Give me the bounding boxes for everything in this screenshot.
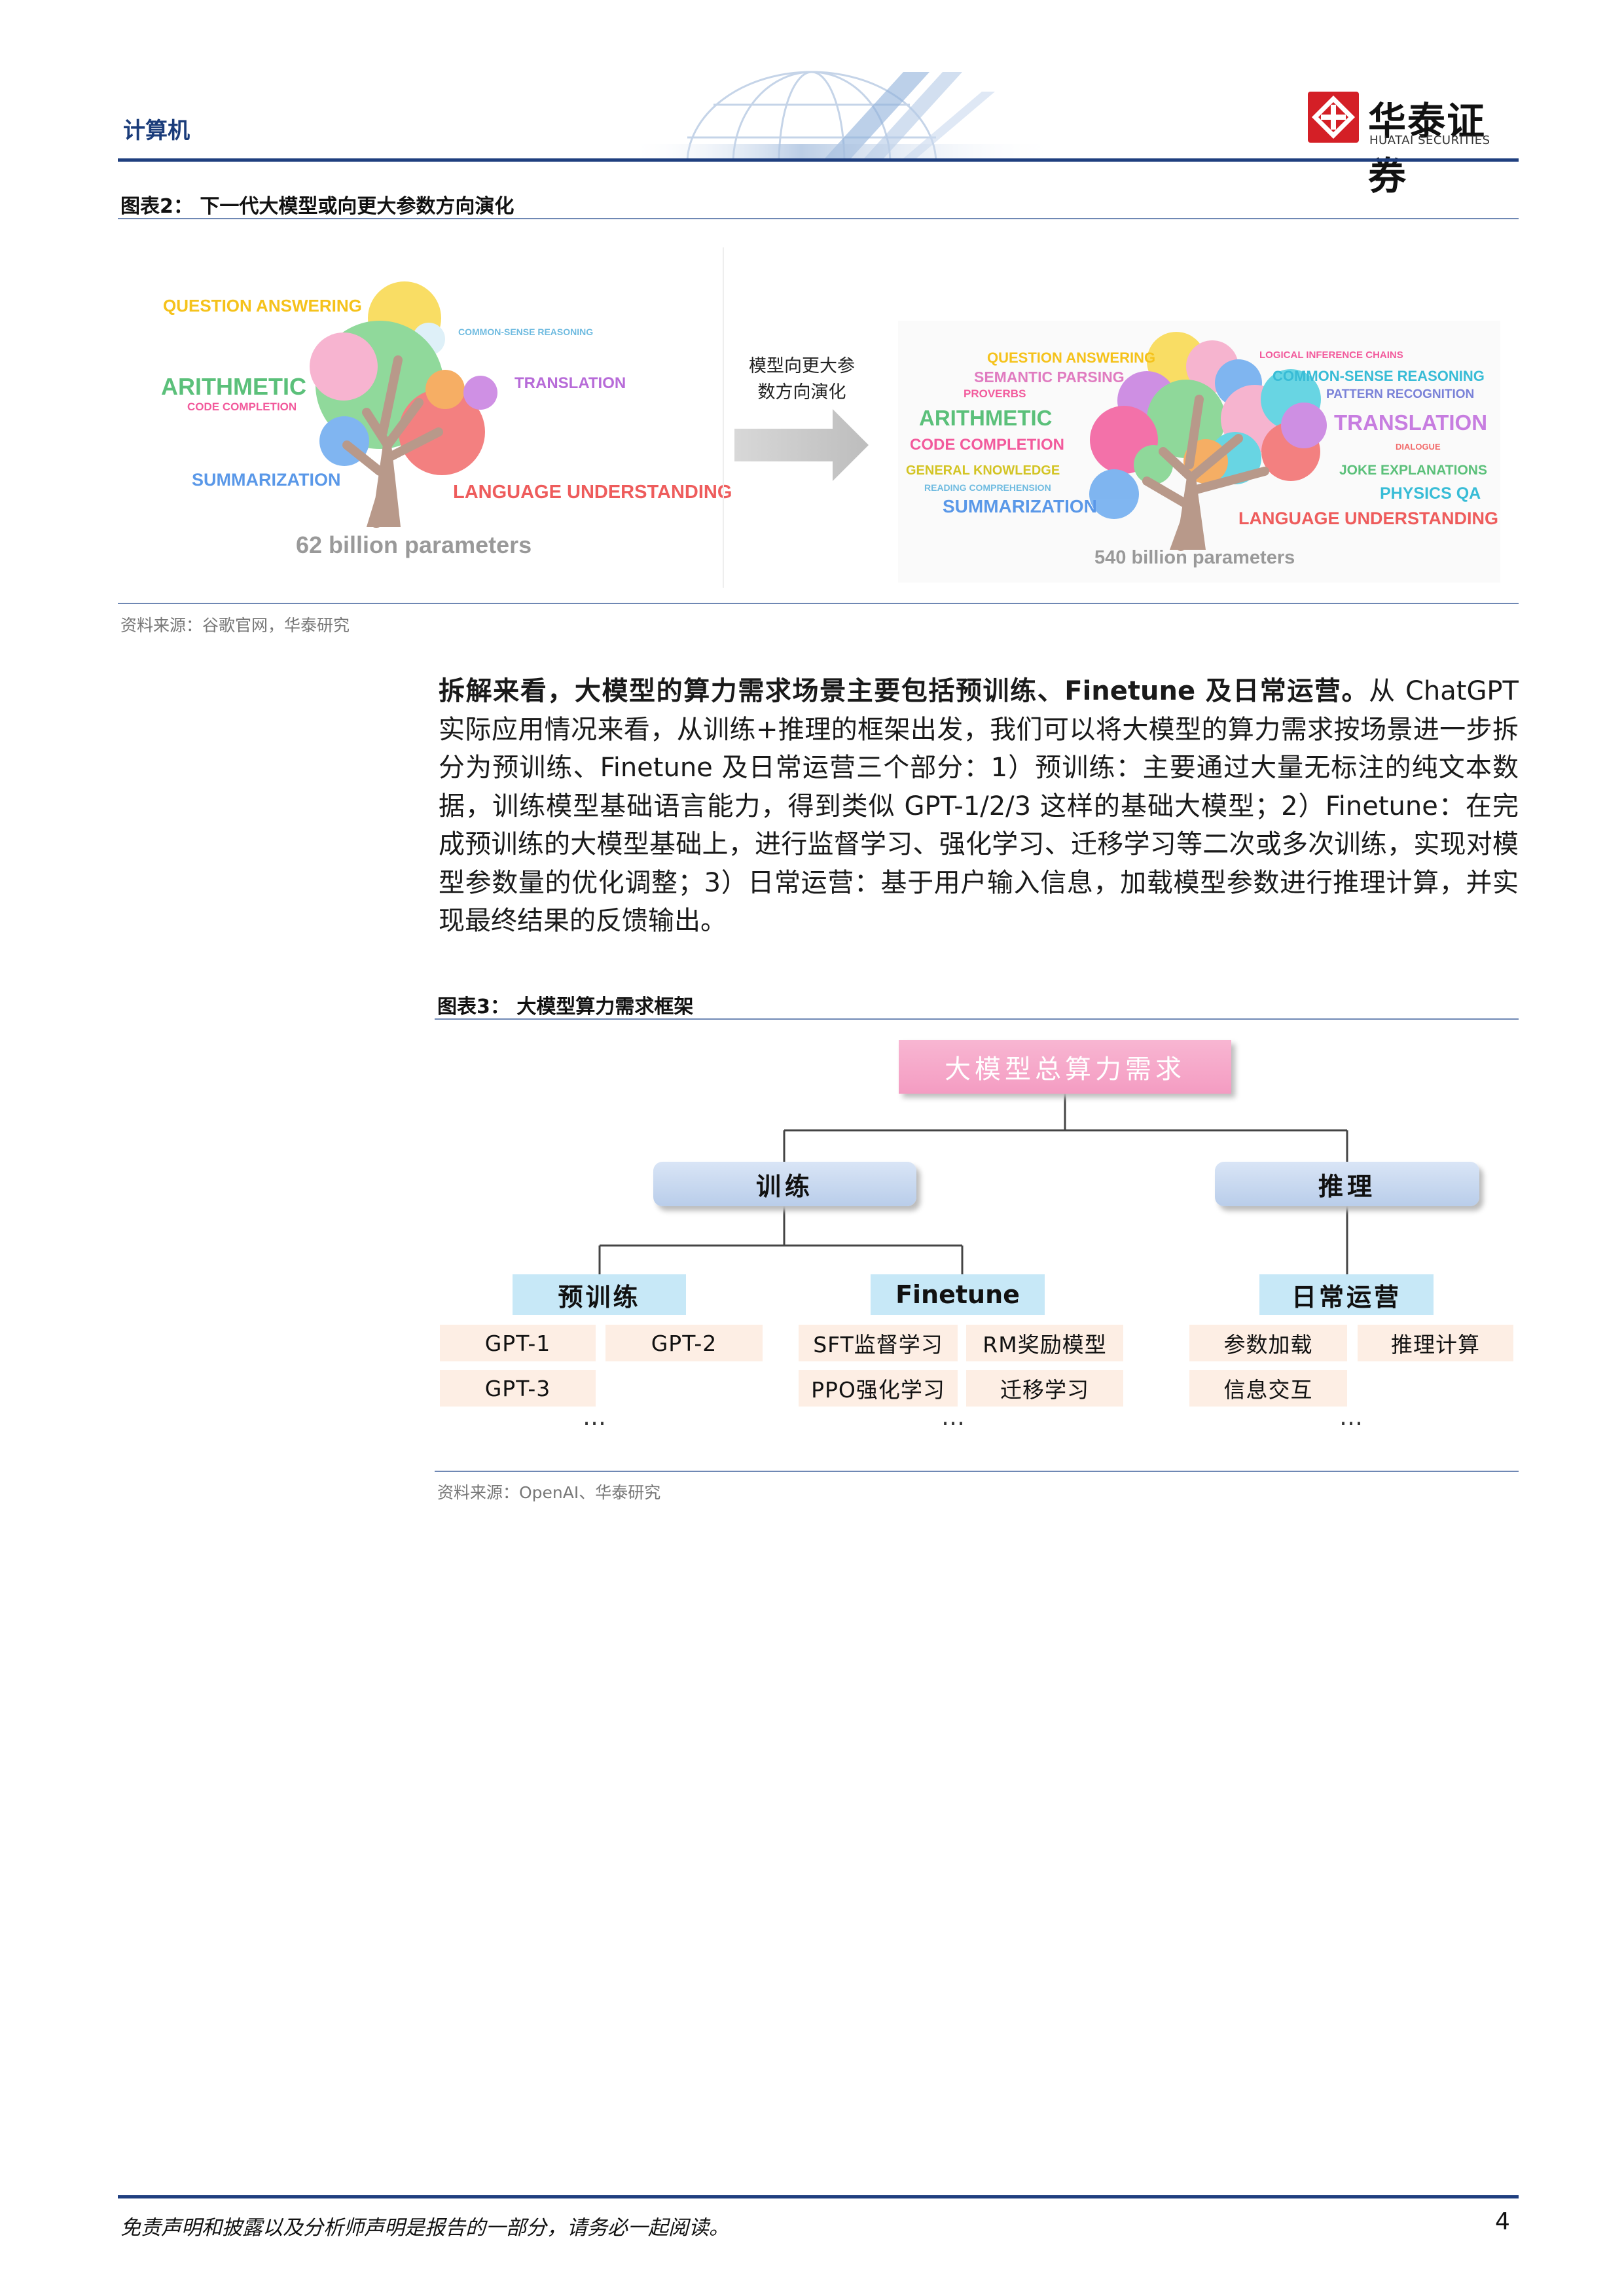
huatai-logo: 华泰证券 HUATAI SECURITIES: [1308, 92, 1517, 198]
tree-label: SUMMARIZATION: [943, 496, 1097, 516]
section-label: 计算机: [123, 118, 190, 144]
tree-62b-illustration: [310, 281, 497, 528]
figure2-bottom-rule: [118, 603, 1519, 604]
tree-label: COMMON-SENSE REASONING: [458, 327, 594, 337]
figure3-bottom-rule: [435, 1471, 1519, 1472]
params-62b: 62 billion parameters: [296, 531, 532, 558]
arrow-caption-line: 数方向演化: [757, 382, 846, 403]
hierarchy-connectors: [598, 1094, 1348, 1274]
figure3-caption: 图表3： 大模型算力需求框架: [437, 996, 694, 1018]
finetune-item: PPO强化学习: [799, 1370, 958, 1407]
ops-item: 信息交互: [1189, 1370, 1347, 1407]
finetune-item: RM奖励模型: [966, 1325, 1123, 1361]
figure2-right-panel: QUESTION ANSWERING LOGICAL INFERENCE CHA…: [898, 321, 1500, 583]
figure3-top-rule: [435, 1018, 1519, 1020]
disclaimer-note: 免责声明和披露以及分析师声明是报告的一部分，请务必一起阅读。: [120, 2216, 729, 2240]
tree-label: PATTERN RECOGNITION: [1326, 387, 1475, 401]
body-lead: 拆解来看，大模型的算力需求场景主要包括预训练、Finetune 及日常运营。: [439, 676, 1369, 706]
header-rule: [118, 158, 1519, 162]
tree-label: ARITHMETIC: [161, 373, 306, 400]
training-node: 训练: [653, 1162, 916, 1206]
tree-label: SUMMARIZATION: [192, 470, 341, 490]
tree-label: TRANSLATION: [1334, 410, 1488, 435]
page-number: 4: [1495, 2208, 1510, 2235]
tree-label: LANGUAGE UNDERSTANDING: [453, 482, 732, 503]
pretrain-ellipsis: …: [583, 1404, 609, 1431]
pretrain-node: 预训练: [513, 1274, 686, 1315]
ops-item: 参数加载: [1189, 1325, 1347, 1361]
ops-ellipsis: …: [1339, 1404, 1365, 1431]
tree-label: LOGICAL INFERENCE CHAINS: [1259, 350, 1403, 361]
header-globe-graphic: [628, 71, 1060, 158]
arrow-caption: 模型向更大参 数方向演化: [733, 353, 871, 406]
pretrain-item: GPT-2: [605, 1325, 763, 1361]
tree-540b-illustration: [1089, 332, 1327, 551]
arrow-caption-line: 模型向更大参: [749, 356, 855, 376]
pretrain-item: GPT-3: [440, 1370, 596, 1407]
figure2-source: 资料来源：谷歌官网，华泰研究: [120, 616, 350, 635]
tree-label: READING COMPREHENSION: [924, 482, 1051, 493]
footer-rule: [118, 2195, 1519, 2198]
params-540b: 540 billion parameters: [1094, 547, 1295, 568]
figure2-caption: 图表2： 下一代大模型或向更大参数方向演化: [120, 195, 514, 218]
pretrain-item: GPT-1: [440, 1325, 596, 1361]
finetune-node: Finetune: [871, 1274, 1045, 1315]
huatai-logo-icon: [1308, 92, 1359, 143]
root-node: 大模型总算力需求: [899, 1040, 1231, 1094]
brand-subtitle: HUATAI SECURITIES: [1369, 134, 1490, 147]
figure2-top-rule: [118, 218, 1519, 219]
body-text: 从 ChatGPT 实际应用情况来看，从训练+推理的框架出发，我们可以将大模型的…: [439, 676, 1519, 936]
finetune-ellipsis: …: [941, 1404, 967, 1431]
figure2-divider: [723, 247, 724, 588]
tree-label: PROVERBS: [964, 387, 1026, 400]
figure2-left-panel: QUESTION ANSWERING COMMON-SENSE REASONIN…: [151, 262, 732, 569]
tree-label: QUESTION ANSWERING: [163, 296, 362, 315]
ops-item: 推理计算: [1358, 1325, 1513, 1361]
tree-label: PHYSICS QA: [1380, 484, 1481, 503]
tree-label: COMMON-SENSE REASONING: [1272, 368, 1485, 384]
tree-label: CODE COMPLETION: [187, 401, 297, 413]
tree-label: LANGUAGE UNDERSTANDING: [1238, 509, 1498, 528]
tree-label: GENERAL KNOWLEDGE: [906, 463, 1060, 478]
tree-label: JOKE EXPLANATIONS: [1339, 463, 1487, 478]
tree-label: SEMANTIC PARSING: [974, 368, 1125, 386]
body-paragraph: 拆解来看，大模型的算力需求场景主要包括预训练、Finetune 及日常运营。从 …: [439, 672, 1519, 941]
tree-label: ARITHMETIC: [919, 406, 1053, 430]
finetune-item: 迁移学习: [966, 1370, 1123, 1407]
right-arrow-icon: [734, 409, 869, 481]
figure3-source: 资料来源：OpenAI、华泰研究: [437, 1483, 661, 1502]
finetune-item: SFT监督学习: [799, 1325, 958, 1361]
tree-label: DIALOGUE: [1396, 442, 1441, 452]
tree-label: TRANSLATION: [514, 374, 626, 392]
tree-label: QUESTION ANSWERING: [987, 350, 1156, 366]
inference-node: 推理: [1215, 1162, 1479, 1206]
tree-label: CODE COMPLETION: [910, 436, 1065, 454]
daily-ops-node: 日常运营: [1259, 1274, 1434, 1315]
